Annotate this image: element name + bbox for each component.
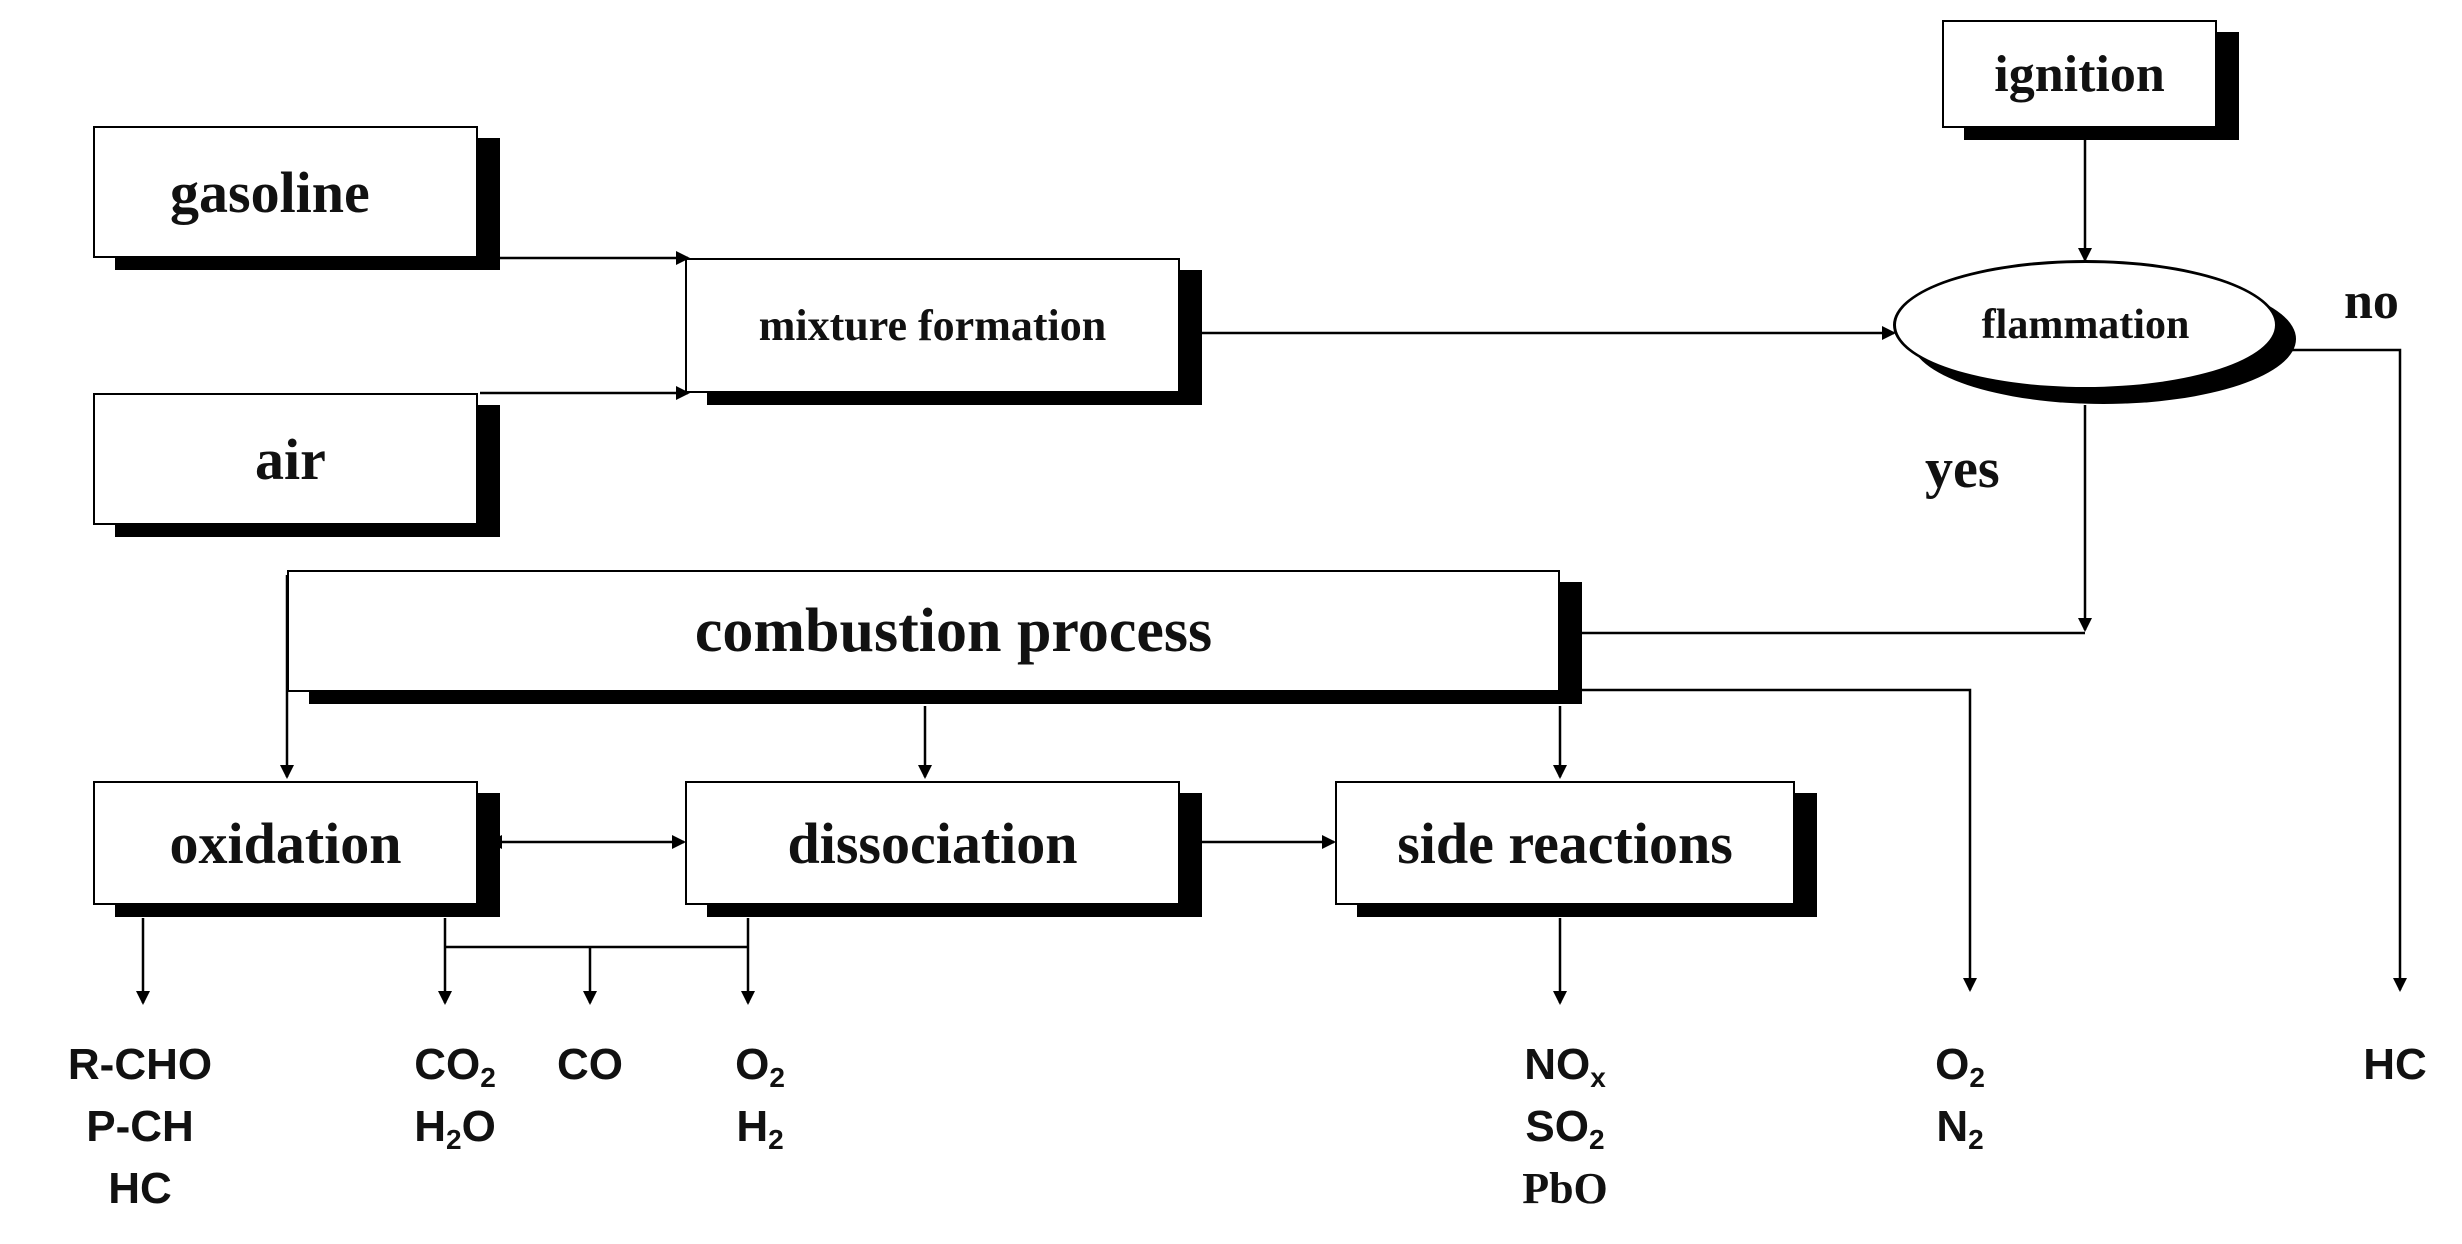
yes-label: yes xyxy=(1925,438,2000,500)
oxidation-box: oxidation xyxy=(93,781,478,905)
dissociation-box: dissociation xyxy=(685,781,1180,905)
product-hc-partial: HC xyxy=(108,1164,172,1213)
co2-h2o-products: CO2 H2O xyxy=(385,1034,525,1158)
flammation-label: flammation xyxy=(1981,302,2190,348)
product-h2: H2 xyxy=(736,1102,784,1155)
combustion-process-box: combustion process xyxy=(287,570,1560,692)
product-n2: N2 xyxy=(1936,1102,1984,1155)
arrow-combustion-to-o2-n2 xyxy=(1580,688,1977,992)
gasoline-label: gasoline xyxy=(170,159,370,225)
o2-h2-products: O2 H2 xyxy=(720,1034,800,1158)
product-co2: CO2 xyxy=(414,1040,496,1093)
oxidation-products: R-CHO P-CH HC xyxy=(40,1034,240,1220)
product-pch: P-CH xyxy=(86,1102,194,1151)
combustion-process-label: combustion process xyxy=(694,596,1213,665)
air-box: air xyxy=(93,393,478,525)
flammation-decision: flammation xyxy=(1893,260,2278,390)
product-h2o: H2O xyxy=(414,1102,496,1155)
side-reactions-label: side reactions xyxy=(1397,810,1733,876)
o2-n2-products: O2 N2 xyxy=(1920,1034,2000,1158)
dissociation-label: dissociation xyxy=(787,810,1078,876)
product-o2-excess: O2 xyxy=(1935,1040,1985,1093)
co-product: CO xyxy=(545,1034,635,1096)
side-reactions-box: side reactions xyxy=(1335,781,1795,905)
side-reaction-products: NOx SO2 PbO xyxy=(1495,1034,1635,1220)
product-hc-unburnt: HC xyxy=(2363,1040,2427,1089)
product-co: CO xyxy=(557,1040,623,1089)
product-rcho: R-CHO xyxy=(67,1040,213,1089)
arrow-flammation-no-to-hc xyxy=(2290,348,2407,992)
product-so2: SO2 xyxy=(1525,1102,1605,1155)
gasoline-box: gasoline xyxy=(93,126,478,258)
no-label: no xyxy=(2344,273,2399,330)
mixture-formation-box: mixture formation xyxy=(685,258,1180,393)
air-label: air xyxy=(255,426,326,492)
product-nox: NOx xyxy=(1524,1040,1606,1093)
ignition-box: ignition xyxy=(1942,20,2217,128)
ignition-label: ignition xyxy=(1994,45,2165,103)
product-pbo: PbO xyxy=(1522,1164,1608,1213)
product-o2: O2 xyxy=(735,1040,785,1093)
oxidation-label: oxidation xyxy=(169,810,402,876)
unburnt-product: HC xyxy=(2350,1034,2440,1096)
mixture-formation-label: mixture formation xyxy=(758,301,1107,350)
